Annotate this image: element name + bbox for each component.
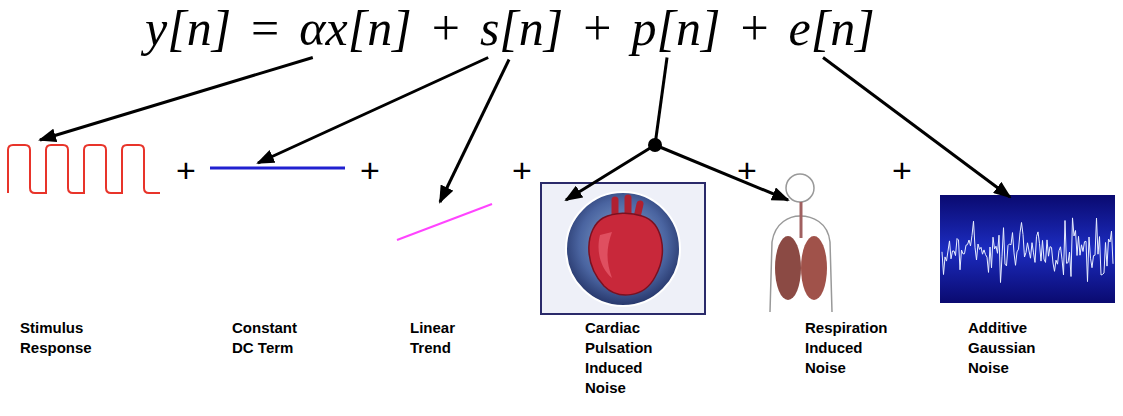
head-outline — [786, 174, 814, 202]
stimulus-term: αx[n] — [299, 0, 411, 58]
pointer-arrow — [566, 145, 655, 200]
trend-line — [397, 204, 492, 240]
heart-disc — [566, 192, 680, 306]
noise-panel — [940, 195, 1115, 303]
left-lung — [775, 236, 801, 300]
pointer-arrow — [655, 145, 788, 200]
equals-sign: = — [251, 0, 279, 58]
plus-sign: + — [583, 0, 611, 58]
plus-sign: + — [176, 153, 196, 187]
dc-line — [210, 167, 345, 170]
right-lung — [801, 236, 827, 300]
trachea — [800, 202, 803, 238]
physio-term: p[n] — [631, 0, 720, 58]
heart-organ — [589, 213, 662, 295]
component-caption: Stimulus Response — [20, 318, 110, 358]
heart-frame — [541, 183, 705, 314]
component-caption: Respiration Induced Noise — [805, 318, 900, 378]
square-wave — [8, 145, 160, 193]
component-caption: Cardiac Pulsation Induced Noise — [585, 318, 675, 398]
pointer-arrow — [40, 58, 313, 141]
output-term: y[n] — [145, 0, 231, 58]
pointer-arrow — [258, 58, 488, 164]
drift-term: s[n] — [480, 0, 563, 58]
equation: y[n] = αx[n] + s[n] + p[n] + e[n] — [145, 0, 875, 58]
plus-sign: + — [360, 153, 380, 187]
heart-highlight — [599, 232, 613, 278]
noise-term: e[n] — [789, 0, 875, 58]
plus-sign: + — [892, 153, 912, 187]
plus-sign: + — [740, 0, 768, 58]
component-caption: Linear Trend — [410, 318, 490, 358]
noise-trace — [942, 218, 1113, 283]
pointer-arrow — [440, 60, 509, 203]
plus-sign: + — [512, 153, 532, 187]
component-caption: Additive Gaussian Noise — [968, 318, 1058, 378]
plus-sign: + — [432, 0, 460, 58]
component-caption: Constant DC Term — [232, 318, 317, 358]
pointer-line — [655, 58, 667, 146]
pointer-arrow — [823, 58, 1010, 198]
plus-sign: + — [737, 153, 757, 187]
